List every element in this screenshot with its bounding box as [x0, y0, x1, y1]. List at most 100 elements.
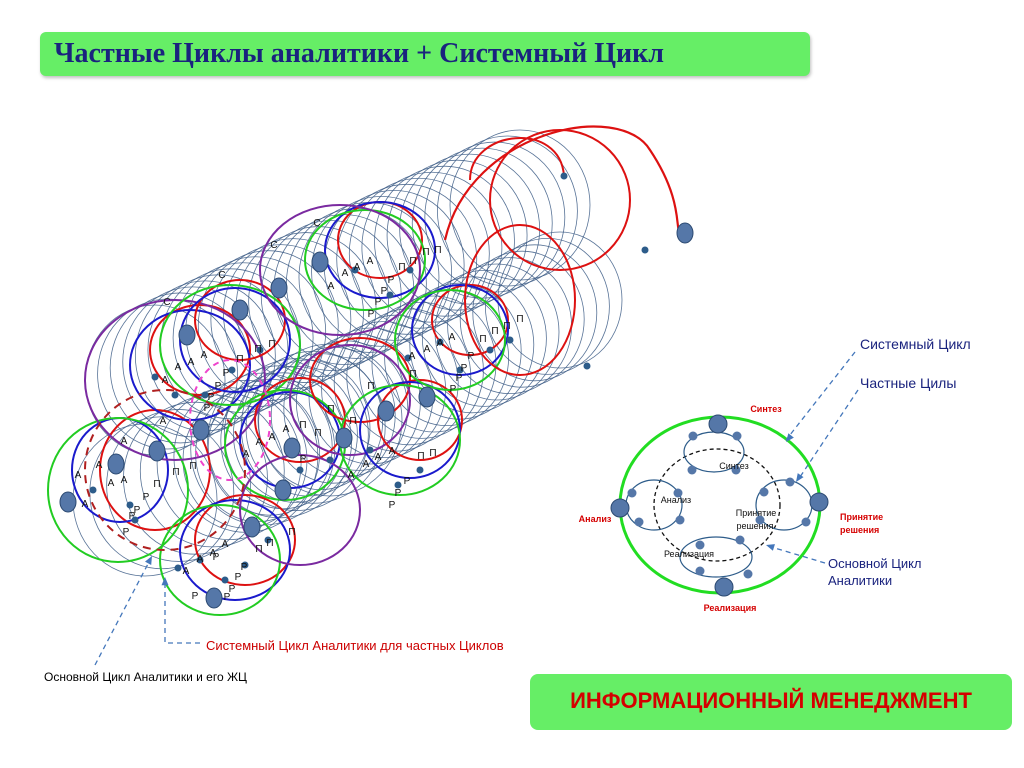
letter-r: Р	[388, 275, 395, 286]
letter-a: А	[210, 548, 217, 559]
letter-a: А	[75, 470, 82, 481]
letter-a: А	[363, 459, 370, 470]
major-node	[205, 587, 223, 609]
minor-node	[126, 501, 134, 509]
schema-minor-node	[695, 540, 705, 550]
green-cycle-loop	[47, 417, 189, 563]
lower-spring-coil	[485, 237, 610, 375]
schema-minor-node	[695, 566, 705, 576]
main-cycle-lifecycle-label: Основной Цикл Аналитики и его ЖЦ	[44, 670, 247, 684]
letter-r: Р	[456, 373, 463, 384]
page-title: Частные Циклы аналитики + Системный Цикл	[54, 38, 665, 69]
upper-spring-coil	[248, 226, 390, 377]
annotation-arrows	[94, 351, 859, 666]
letter-a: А	[121, 475, 128, 486]
minor-node	[171, 391, 179, 399]
letter-a: А	[121, 436, 128, 447]
minor-node	[201, 391, 209, 399]
letter-a: А	[197, 554, 204, 565]
upper-spring-coil	[311, 195, 452, 347]
schema-major-node	[610, 498, 630, 518]
minor-node	[386, 291, 394, 299]
letter-p: П	[479, 334, 486, 345]
minor-node	[296, 466, 304, 474]
letter-r: Р	[235, 572, 242, 583]
letter-a: А	[283, 424, 290, 435]
major-node	[231, 299, 249, 321]
letter-p: П	[314, 428, 321, 439]
upper-spring-coil	[386, 159, 528, 311]
letter-r: Р	[461, 363, 468, 374]
letter-a: А	[222, 539, 229, 550]
major-node	[270, 277, 288, 299]
letter-r: Р	[204, 403, 211, 414]
letter-p: П	[266, 538, 273, 549]
letter-r: Р	[129, 511, 136, 522]
schema-outer-decision-label-2: решения	[840, 525, 879, 535]
minor-node	[174, 564, 182, 572]
dashed-magenta-loop	[189, 359, 271, 481]
minor-node	[583, 362, 591, 370]
letter-r: Р	[208, 392, 215, 403]
upper-spring-coil	[424, 141, 566, 293]
letter-a: А	[256, 437, 263, 448]
letter-a: А	[409, 351, 416, 362]
minor-node	[221, 576, 229, 584]
main-cycle-arrow-head	[766, 544, 775, 551]
subcycle-loop	[625, 479, 683, 531]
letter-a: А	[96, 460, 103, 471]
minor-node	[436, 338, 444, 346]
system-cycle-arrow	[785, 351, 856, 441]
letter-a: А	[348, 470, 355, 481]
letter-r: Р	[389, 500, 396, 511]
major-node	[243, 516, 261, 538]
schema-minor-node	[731, 465, 741, 475]
lower-spring-coil	[346, 308, 472, 446]
schema-outer-analysis-label: Анализ	[579, 514, 612, 524]
schema-outer-synthesis-label: Синтез	[750, 404, 782, 414]
major-node	[192, 419, 210, 441]
minor-node	[256, 346, 264, 354]
letter-a: А	[449, 332, 456, 343]
minor-node	[89, 486, 97, 494]
lower-spring-coil	[371, 295, 497, 433]
system-cycle-arrow-head	[786, 433, 794, 442]
upper-spring-coil	[97, 298, 238, 450]
cycle-nodes	[59, 172, 694, 609]
main-lifecycle-arrow-head	[145, 556, 152, 565]
lower-spring-coil	[459, 250, 585, 388]
letter-r: Р	[368, 309, 375, 320]
title-banner: Частные Циклы аналитики + Системный Цикл	[40, 32, 810, 76]
letter-a: А	[243, 449, 250, 460]
minor-node	[326, 456, 334, 464]
letter-p: П	[503, 321, 510, 332]
lower-spring-coil	[283, 340, 409, 478]
private-cycles-label: Частные Цилы	[860, 375, 957, 391]
letter-p: П	[409, 256, 416, 267]
letter-p: П	[268, 339, 275, 350]
letter-a: А	[342, 268, 349, 279]
red-cycle-loop	[149, 304, 251, 396]
minor-node	[456, 366, 464, 374]
minor-node	[241, 561, 249, 569]
minor-node	[404, 354, 412, 362]
schema-outer-decision-label: Принятие	[840, 512, 883, 522]
upper-spring-coil	[449, 129, 591, 281]
upper-spring-coil	[285, 208, 427, 359]
letter-r: Р	[404, 476, 411, 487]
upper-spring-coil	[172, 262, 314, 414]
letter-p: П	[516, 314, 523, 325]
upper-spring-coil	[210, 244, 352, 396]
major-node	[283, 437, 301, 459]
major-node	[107, 453, 125, 475]
letter-p: П	[409, 369, 416, 380]
schema-minor-node	[634, 517, 644, 527]
upper-spring-coil	[336, 183, 478, 335]
letter-p: П	[349, 416, 356, 427]
system-cycle-private-arrow-head	[161, 577, 169, 586]
letter-a: А	[375, 452, 382, 463]
upper-spring-coil	[348, 177, 490, 329]
dashed-system-loop	[84, 389, 246, 551]
letter-a: А	[162, 375, 169, 386]
